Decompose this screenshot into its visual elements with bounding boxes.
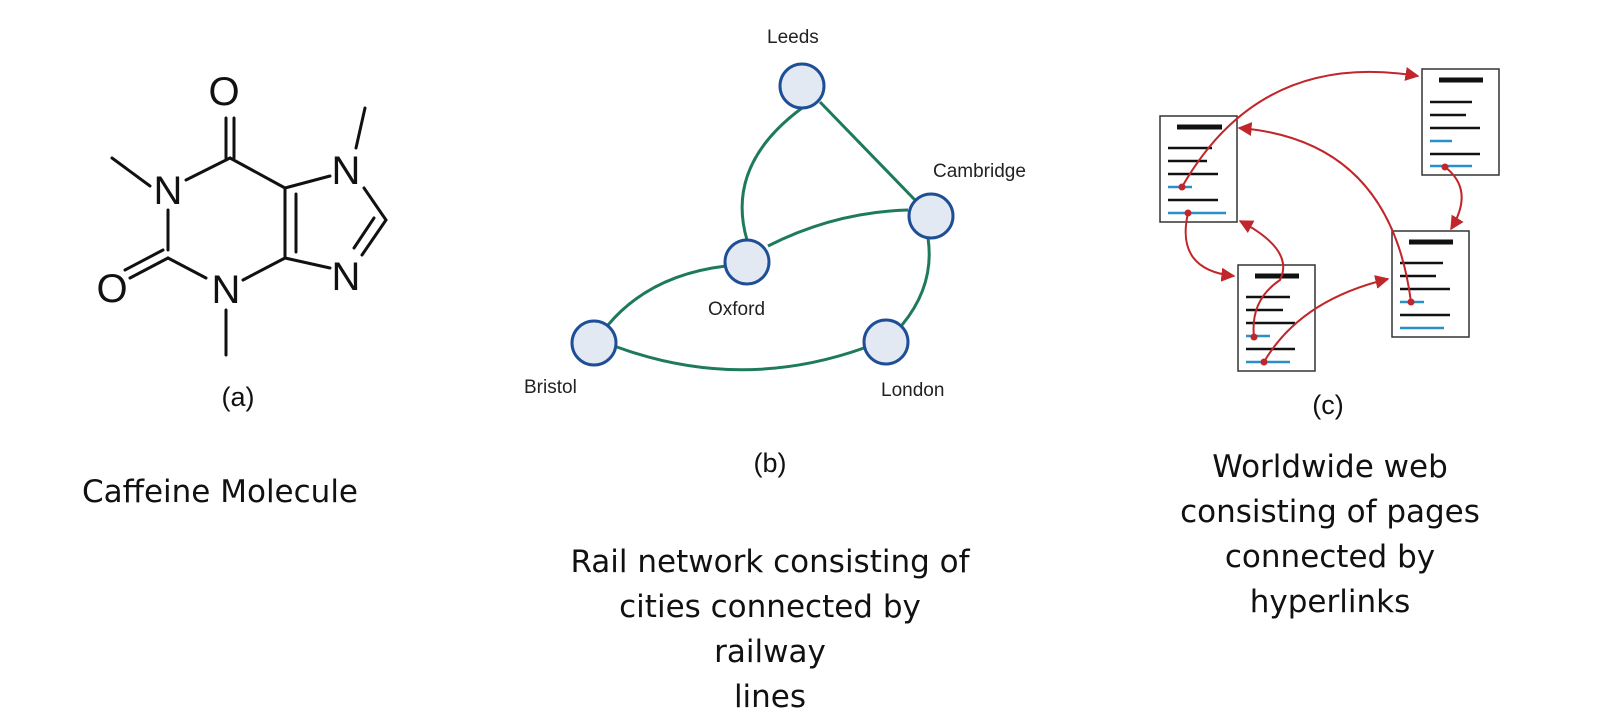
oxygen-atom: O [208, 70, 239, 114]
caption-line: consisting of pages [1180, 494, 1480, 530]
bond [166, 256, 208, 280]
rail-line-london-cambridge [900, 237, 931, 326]
rail-network-graph: Leeds Cambridge Oxford Bristol London [524, 27, 1026, 401]
bond [283, 256, 332, 270]
panel-b-caption: Rail network consisting of cities connec… [560, 540, 980, 720]
city-label: Oxford [708, 299, 765, 320]
rail-line-leeds-oxford [740, 106, 803, 241]
caffeine-molecule-diagram: O O N N N N [96, 70, 388, 357]
bond [354, 106, 367, 150]
nitrogen-atom: N [332, 149, 361, 193]
panel-a-label: (a) [221, 382, 255, 412]
hyperlink-arrow [1181, 67, 1420, 188]
bond [241, 256, 287, 282]
hyperlink-arrow [1238, 220, 1285, 338]
city-label: Leeds [767, 27, 819, 48]
bond [360, 218, 388, 257]
bond [128, 256, 170, 280]
bond [352, 216, 376, 250]
bond [123, 248, 165, 272]
rail-line-bristol-london [616, 345, 865, 372]
bond [184, 156, 232, 182]
city-node-leeds [778, 62, 826, 110]
link-anchor-dot [1178, 183, 1186, 191]
hyperlink-arrow [1184, 212, 1236, 282]
panel-c-caption: Worldwide web consisting of pages connec… [1140, 445, 1520, 625]
rail-line-leeds-cambridge [818, 100, 917, 202]
city-node-oxford [723, 238, 771, 286]
hyperlink-arrow [1237, 122, 1412, 303]
link-anchor-dot [1441, 163, 1449, 171]
panel-b-label: (b) [753, 448, 787, 478]
caption-line: Worldwide web [1212, 449, 1448, 485]
bond [228, 156, 287, 190]
caption-line: connected by hyperlinks [1224, 539, 1436, 620]
city-label: Bristol [524, 377, 577, 398]
city-label: London [881, 380, 944, 401]
web-page [1421, 68, 1500, 176]
link-anchor-dot [1407, 298, 1415, 306]
bond [110, 156, 152, 188]
rail-line-oxford-bristol [606, 264, 727, 326]
city-node-bristol [570, 319, 618, 367]
link-anchor-dot [1250, 333, 1258, 341]
bond [283, 174, 332, 190]
rail-line-oxford-cambridge [767, 208, 909, 248]
city-node-london [862, 318, 910, 366]
panel-a-caption: Caffeine Molecule [81, 474, 359, 510]
link-anchor-dot [1260, 358, 1268, 366]
nitrogen-atom: N [212, 268, 241, 312]
caption-line: cities connected by railway [619, 589, 921, 670]
web-page [1159, 115, 1238, 223]
nitrogen-atom: N [332, 255, 361, 299]
web-pages-diagram [1159, 67, 1500, 372]
hyperlink-arrow [1444, 166, 1464, 231]
bond [362, 186, 388, 222]
web-page [1391, 230, 1470, 338]
city-label: Cambridge [933, 161, 1026, 182]
panel-c-label: (c) [1312, 390, 1344, 420]
city-node-cambridge [907, 192, 955, 240]
caption-line: Rail network consisting of [570, 544, 970, 580]
oxygen-atom: O [96, 267, 127, 311]
link-anchor-dot [1184, 209, 1192, 217]
nitrogen-atom: N [154, 169, 183, 213]
hyperlink-arrow [1263, 275, 1390, 363]
caption-line: lines [733, 679, 807, 715]
